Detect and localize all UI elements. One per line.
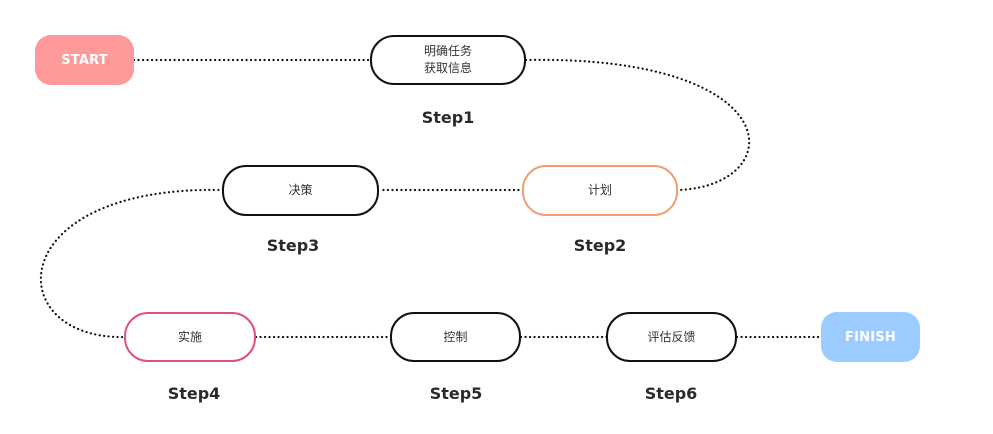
finish-terminal: FINISH (821, 312, 920, 362)
step2-node: 计划 (522, 165, 678, 216)
step1-node: 明确任务 获取信息 (370, 35, 526, 85)
step6-label: Step6 (644, 384, 698, 403)
step6-text: 评估反馈 (647, 329, 696, 344)
step5-node: 控制 (390, 312, 521, 362)
start-label: START (61, 52, 108, 68)
connector-step1-step2 (524, 58, 751, 192)
step5-label: Step5 (429, 384, 483, 403)
step5-text: 控制 (443, 329, 468, 344)
step4-label: Step4 (167, 384, 221, 403)
step1-label: Step1 (421, 108, 475, 127)
start-terminal: START (35, 35, 134, 85)
step6-node: 评估反馈 (606, 312, 737, 362)
step2-text: 计划 (587, 183, 612, 197)
step2-label: Step2 (573, 236, 627, 255)
step3-node: 决策 (222, 165, 379, 216)
step1-text-line2: 获取信息 (423, 61, 472, 75)
finish-label: FINISH (845, 329, 896, 345)
step4-node: 实施 (124, 312, 256, 362)
step3-text: 决策 (288, 183, 313, 197)
step1-text-line1: 明确任务 (423, 44, 472, 58)
step3-label: Step3 (266, 236, 320, 255)
step4-text: 实施 (177, 329, 202, 344)
